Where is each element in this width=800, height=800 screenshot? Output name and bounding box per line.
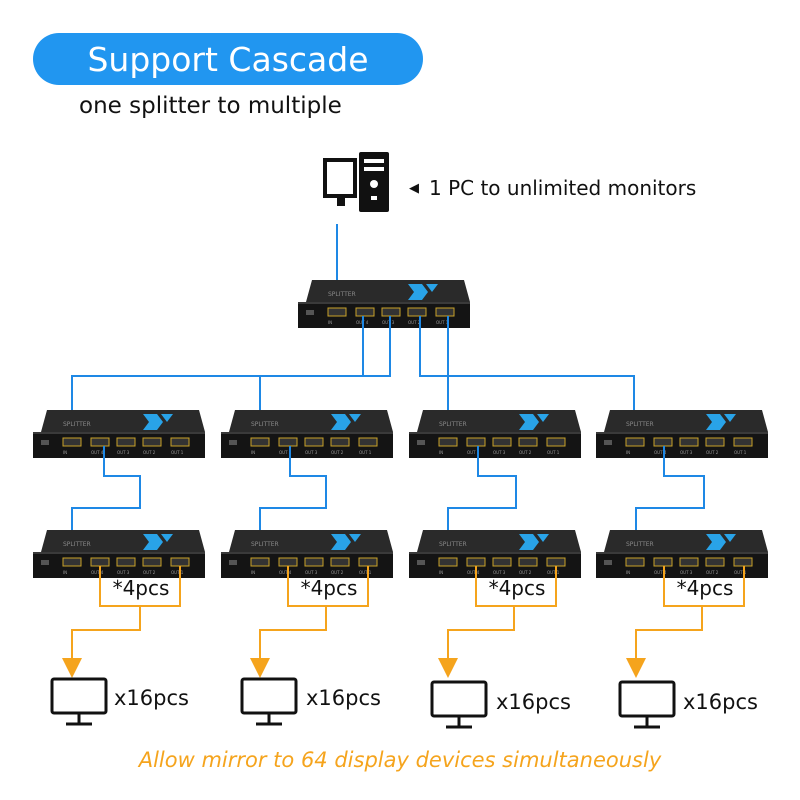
- desktop-pc-icon: [323, 152, 389, 212]
- monitor-count-3: x16pcs: [496, 690, 571, 714]
- footer-caption: Allow mirror to 64 display devices simul…: [138, 748, 662, 772]
- multiplier-label-1: *4pcs: [112, 576, 170, 600]
- multiplier-label-4: *4pcs: [676, 576, 734, 600]
- multiplier-label-3: *4pcs: [488, 576, 546, 600]
- pc-label: ◀ 1 PC to unlimited monitors: [409, 176, 696, 200]
- pointer-left-icon: ◀: [409, 180, 419, 196]
- monitor-count-2: x16pcs: [306, 686, 381, 710]
- monitor-count-1: x16pcs: [114, 686, 189, 710]
- title-text: Support Cascade: [87, 39, 369, 79]
- multiplier-label-2: *4pcs: [300, 576, 358, 600]
- title-banner: Support Cascade: [33, 33, 423, 85]
- monitor-count-4: x16pcs: [683, 690, 758, 714]
- pc-label-text: 1 PC to unlimited monitors: [429, 176, 697, 200]
- main-splitter: [297, 279, 471, 329]
- subtitle: one splitter to multiple: [79, 93, 342, 119]
